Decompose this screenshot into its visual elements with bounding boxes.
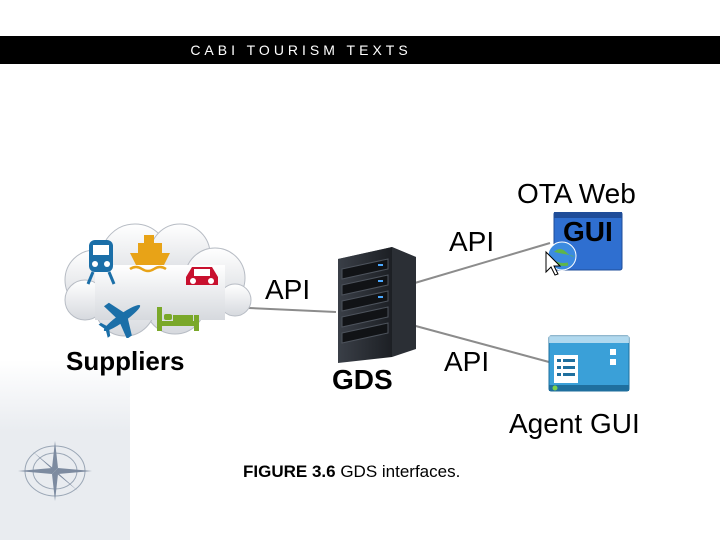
ship-icon <box>129 235 170 273</box>
agent-gui-label: Agent GUI <box>509 408 640 439</box>
ota-web-window-icon <box>545 212 623 276</box>
api-label-agent: API <box>444 346 490 377</box>
airplane-icon <box>98 302 141 338</box>
gds-label: GDS <box>332 364 393 395</box>
figure-number: FIGURE 3.6 <box>243 462 336 481</box>
train-icon <box>86 240 116 285</box>
gds-server-icon <box>338 247 416 363</box>
line-suppliers-gds <box>248 307 337 313</box>
hotel-bed-icon <box>157 307 199 331</box>
banner-title: CABI TOURISM TEXTS <box>190 42 412 58</box>
line-gds-agent <box>411 324 550 363</box>
figure-caption: FIGURE 3.6 GDS interfaces. <box>243 463 460 480</box>
header-banner: CABI TOURISM TEXTS <box>0 36 720 64</box>
api-label-ota: API <box>449 226 495 257</box>
background-gradient <box>0 360 130 540</box>
ota-gui-label: GUI <box>563 216 613 247</box>
agent-gui-window-icon <box>548 335 630 392</box>
line-gds-ota <box>407 242 551 286</box>
figure-caption-text: GDS interfaces. <box>335 462 461 481</box>
api-label-suppliers: API <box>265 274 311 305</box>
car-icon <box>186 267 218 285</box>
compass-rose-icon <box>18 441 92 501</box>
suppliers-label: Suppliers <box>66 346 185 376</box>
ota-web-label: OTA Web <box>517 178 636 209</box>
